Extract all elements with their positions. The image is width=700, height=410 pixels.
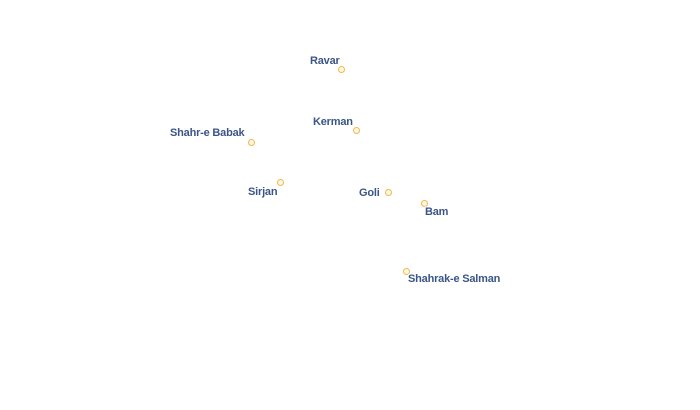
city-marker-shahr-e-babak[interactable] xyxy=(248,139,255,146)
city-marker-kerman[interactable] xyxy=(353,127,360,134)
city-label-shahrak-e-salman[interactable]: Shahrak-e Salman xyxy=(408,273,501,285)
city-marker-bam[interactable] xyxy=(421,200,428,207)
city-label-ravar[interactable]: Ravar xyxy=(310,55,340,67)
city-label-kerman[interactable]: Kerman xyxy=(313,116,353,128)
city-marker-shahrak-e-salman[interactable] xyxy=(403,268,410,275)
city-label-bam[interactable]: Bam xyxy=(425,206,449,218)
city-label-shahr-e-babak[interactable]: Shahr-e Babak xyxy=(170,127,245,139)
city-marker-goli[interactable] xyxy=(385,189,392,196)
city-label-goli[interactable]: Goli xyxy=(359,187,380,199)
city-marker-sirjan[interactable] xyxy=(277,179,284,186)
city-marker-ravar[interactable] xyxy=(338,66,345,73)
city-label-sirjan[interactable]: Sirjan xyxy=(248,186,278,198)
